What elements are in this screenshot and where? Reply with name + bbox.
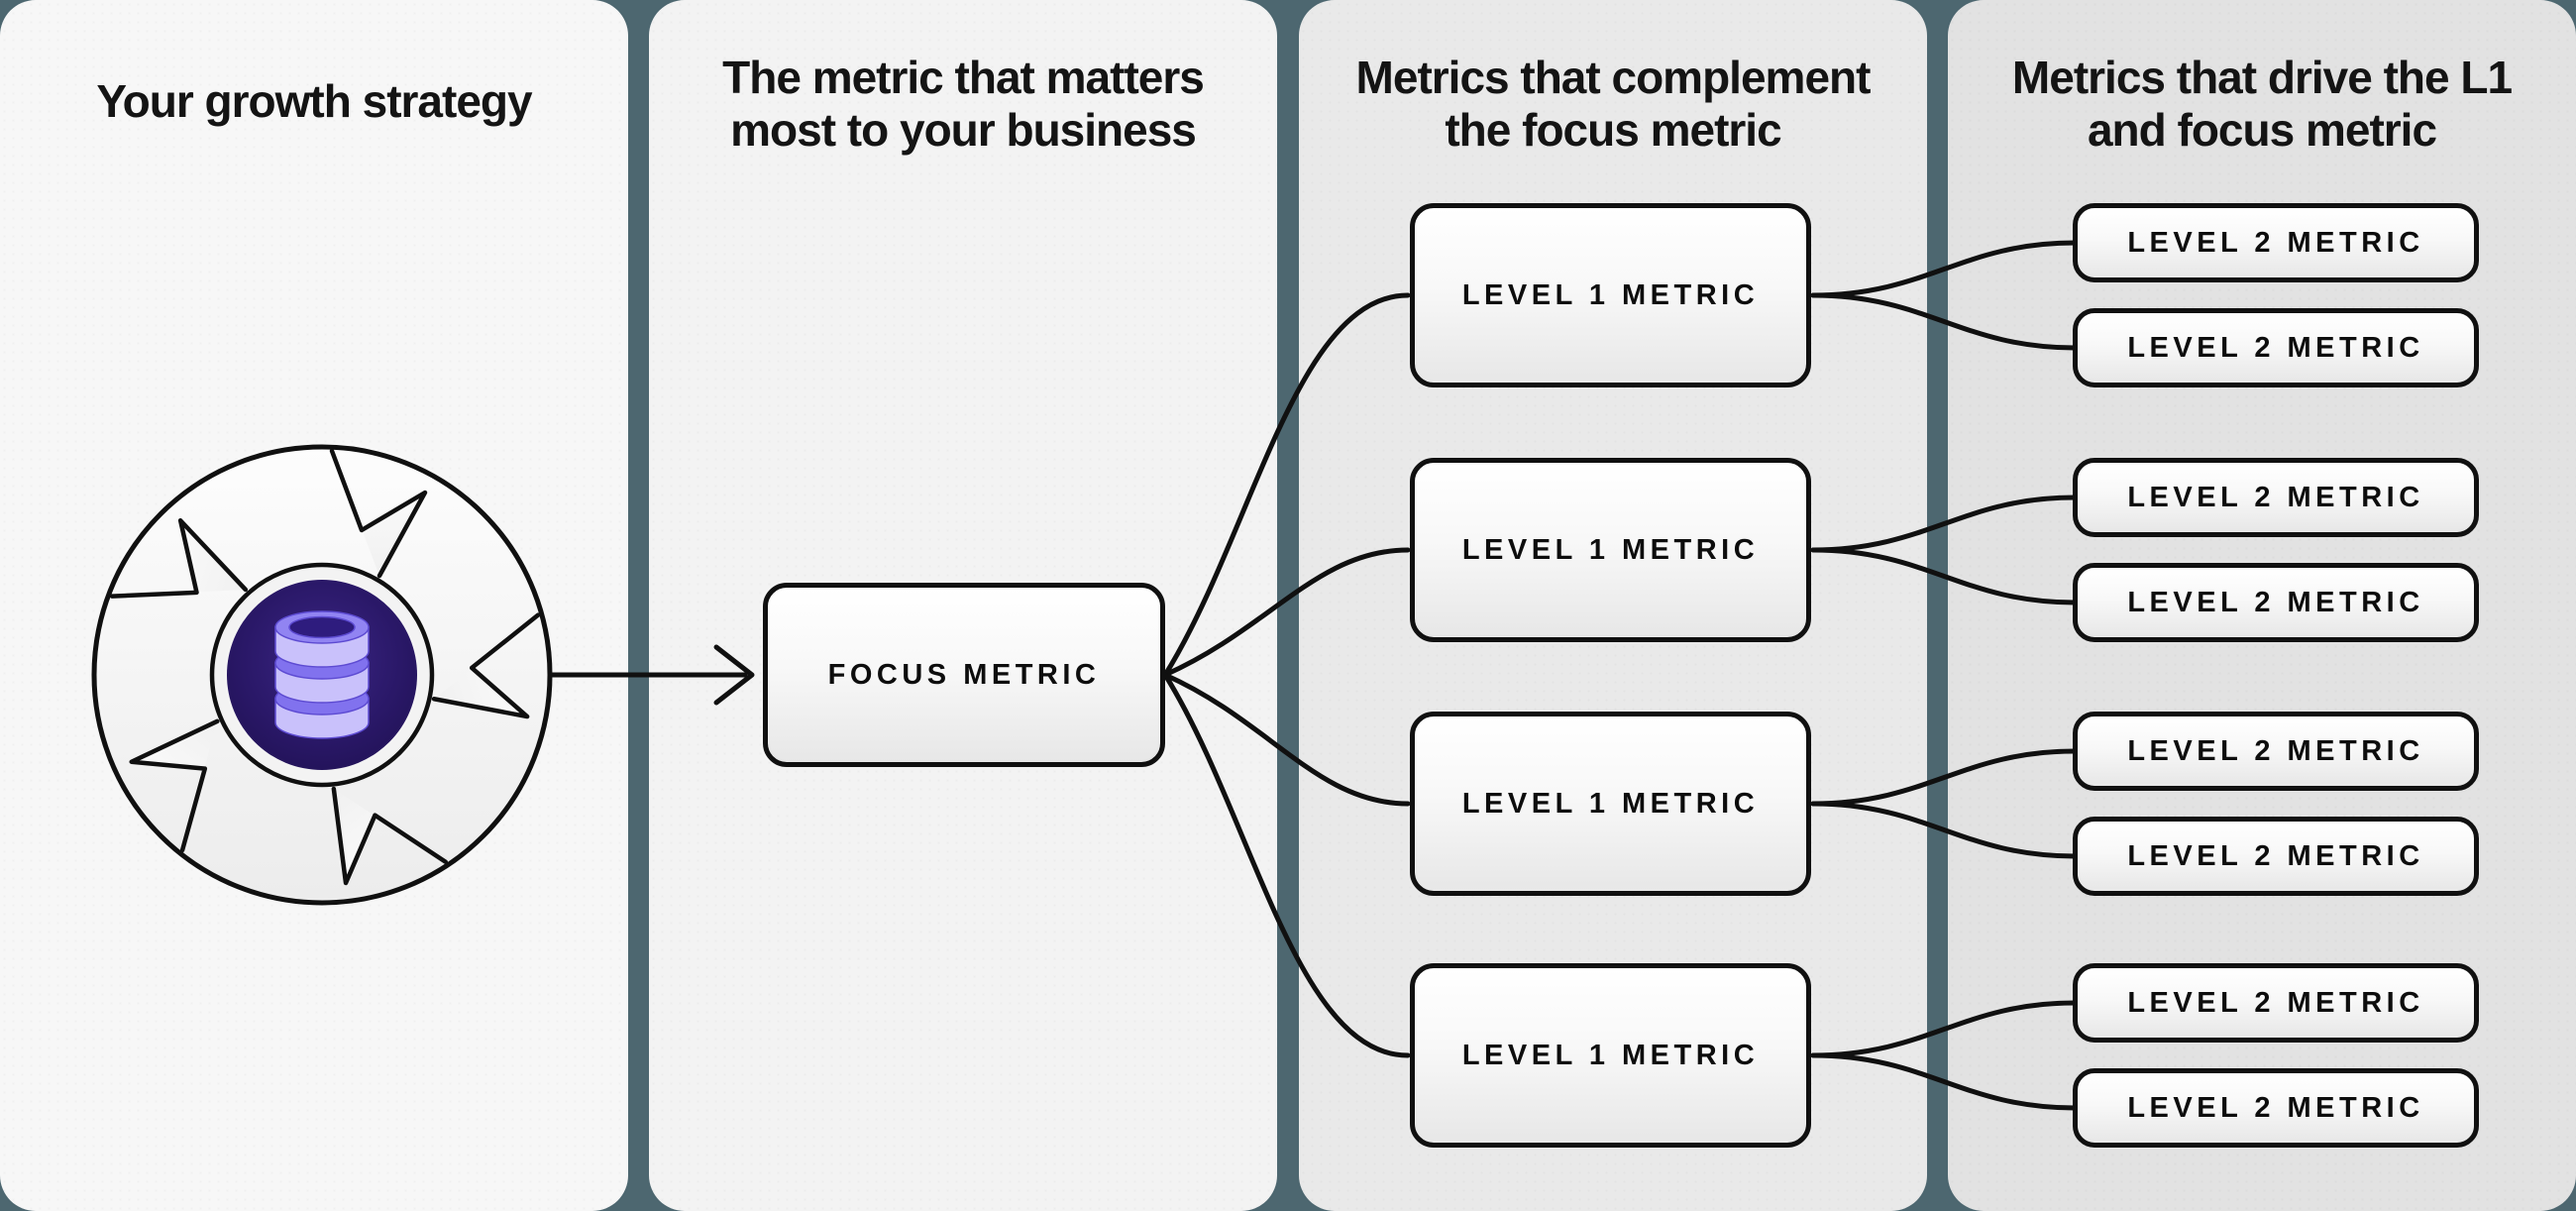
connector-curve bbox=[1810, 547, 2078, 606]
connector-curve bbox=[1810, 1000, 2078, 1058]
connector-curve bbox=[1162, 547, 1411, 678]
connector-curve bbox=[1162, 672, 1411, 807]
database-icon bbox=[274, 610, 370, 739]
connector-curve bbox=[1810, 801, 2078, 859]
panel-focus-metric-title: The metric that matters most to your bus… bbox=[649, 52, 1277, 157]
focus-to-l1-connectors bbox=[1162, 292, 1411, 1058]
level2-metric-node: LEVEL 2 METRIC bbox=[2073, 203, 2479, 282]
title-line: and focus metric bbox=[2087, 104, 2437, 156]
connector-curve bbox=[1810, 240, 2078, 298]
focus-metric-node: FOCUS METRIC bbox=[763, 583, 1165, 767]
connector-curve bbox=[1810, 748, 2078, 807]
title-line: Metrics that drive the L1 bbox=[2011, 52, 2513, 103]
title-line: The metric that matters bbox=[722, 52, 1205, 103]
level2-metric-node: LEVEL 2 METRIC bbox=[2073, 963, 2479, 1043]
connector-curve bbox=[1810, 292, 2078, 351]
level1-metric-node: LEVEL 1 METRIC bbox=[1410, 458, 1811, 642]
level2-metric-node: LEVEL 2 METRIC bbox=[2073, 1068, 2479, 1148]
level1-metric-node: LEVEL 1 METRIC bbox=[1410, 963, 1811, 1148]
level2-metric-node: LEVEL 2 METRIC bbox=[2073, 563, 2479, 642]
connector-curve bbox=[1162, 292, 1411, 678]
arrow-head-icon bbox=[713, 644, 755, 706]
level2-metric-node: LEVEL 2 METRIC bbox=[2073, 308, 2479, 387]
arrow-right-connector bbox=[549, 644, 755, 706]
connector-curve bbox=[1810, 495, 2078, 553]
panel-growth-strategy-title: Your growth strategy bbox=[0, 75, 628, 128]
l1-to-l2-connectors bbox=[1810, 240, 2078, 1111]
level2-metric-node: LEVEL 2 METRIC bbox=[2073, 817, 2479, 896]
growth-flywheel-icon bbox=[91, 444, 553, 906]
title-line: the focus metric bbox=[1445, 104, 1781, 156]
title-line: Your growth strategy bbox=[96, 75, 532, 127]
level2-metric-node: LEVEL 2 METRIC bbox=[2073, 712, 2479, 791]
level1-metric-node: LEVEL 1 METRIC bbox=[1410, 203, 1811, 387]
title-line: most to your business bbox=[730, 104, 1197, 156]
connector-curve bbox=[1162, 672, 1411, 1058]
level2-metric-node: LEVEL 2 METRIC bbox=[2073, 458, 2479, 537]
panel-level2-metrics-title: Metrics that drive the L1 and focus metr… bbox=[1948, 52, 2576, 157]
title-line: Metrics that complement bbox=[1355, 52, 1872, 103]
connector-curve bbox=[1810, 1052, 2078, 1111]
panel-level1-metrics-title: Metrics that complement the focus metric bbox=[1299, 52, 1927, 157]
level1-metric-node: LEVEL 1 METRIC bbox=[1410, 712, 1811, 896]
